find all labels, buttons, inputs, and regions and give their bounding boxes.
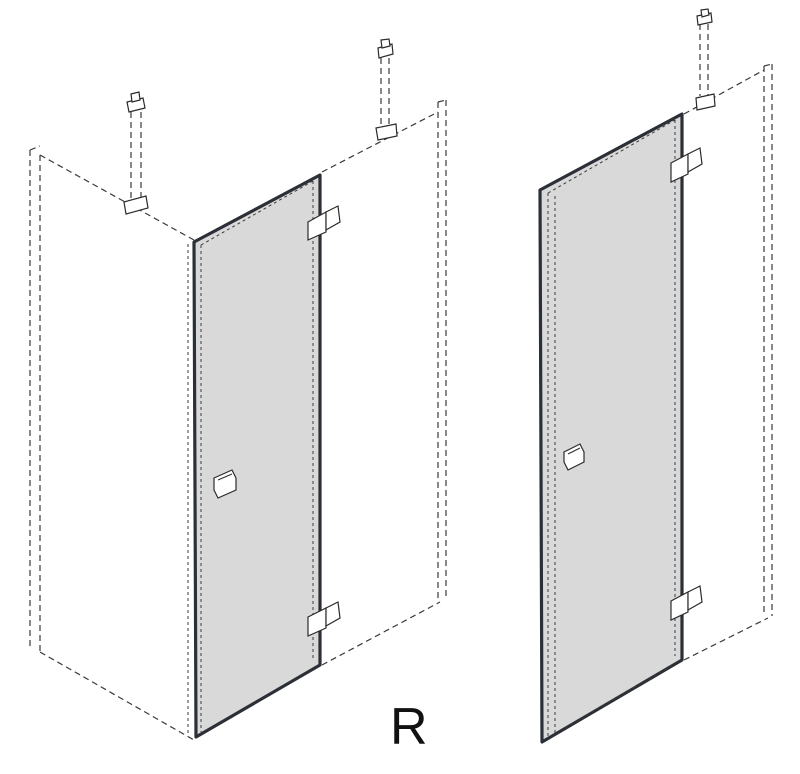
orientation-label: R [390, 698, 428, 756]
hinge-bottom-left [307, 601, 341, 637]
door-knob-right [563, 443, 585, 471]
single-door-enclosure [538, 8, 773, 744]
hinged-door-left [192, 173, 322, 739]
ceiling-rod-left [123, 91, 149, 215]
hinge-top-left [307, 205, 341, 241]
hinge-bottom-right [670, 585, 703, 621]
door-knob-left [213, 469, 237, 499]
hinged-door-right [538, 112, 684, 744]
side-panel-left [29, 145, 195, 741]
corner-enclosure [29, 38, 447, 741]
fixed-panel-right [321, 99, 447, 666]
ceiling-rod [695, 8, 716, 111]
ceiling-rod-right [375, 38, 398, 141]
hinge-top-right [670, 147, 703, 183]
